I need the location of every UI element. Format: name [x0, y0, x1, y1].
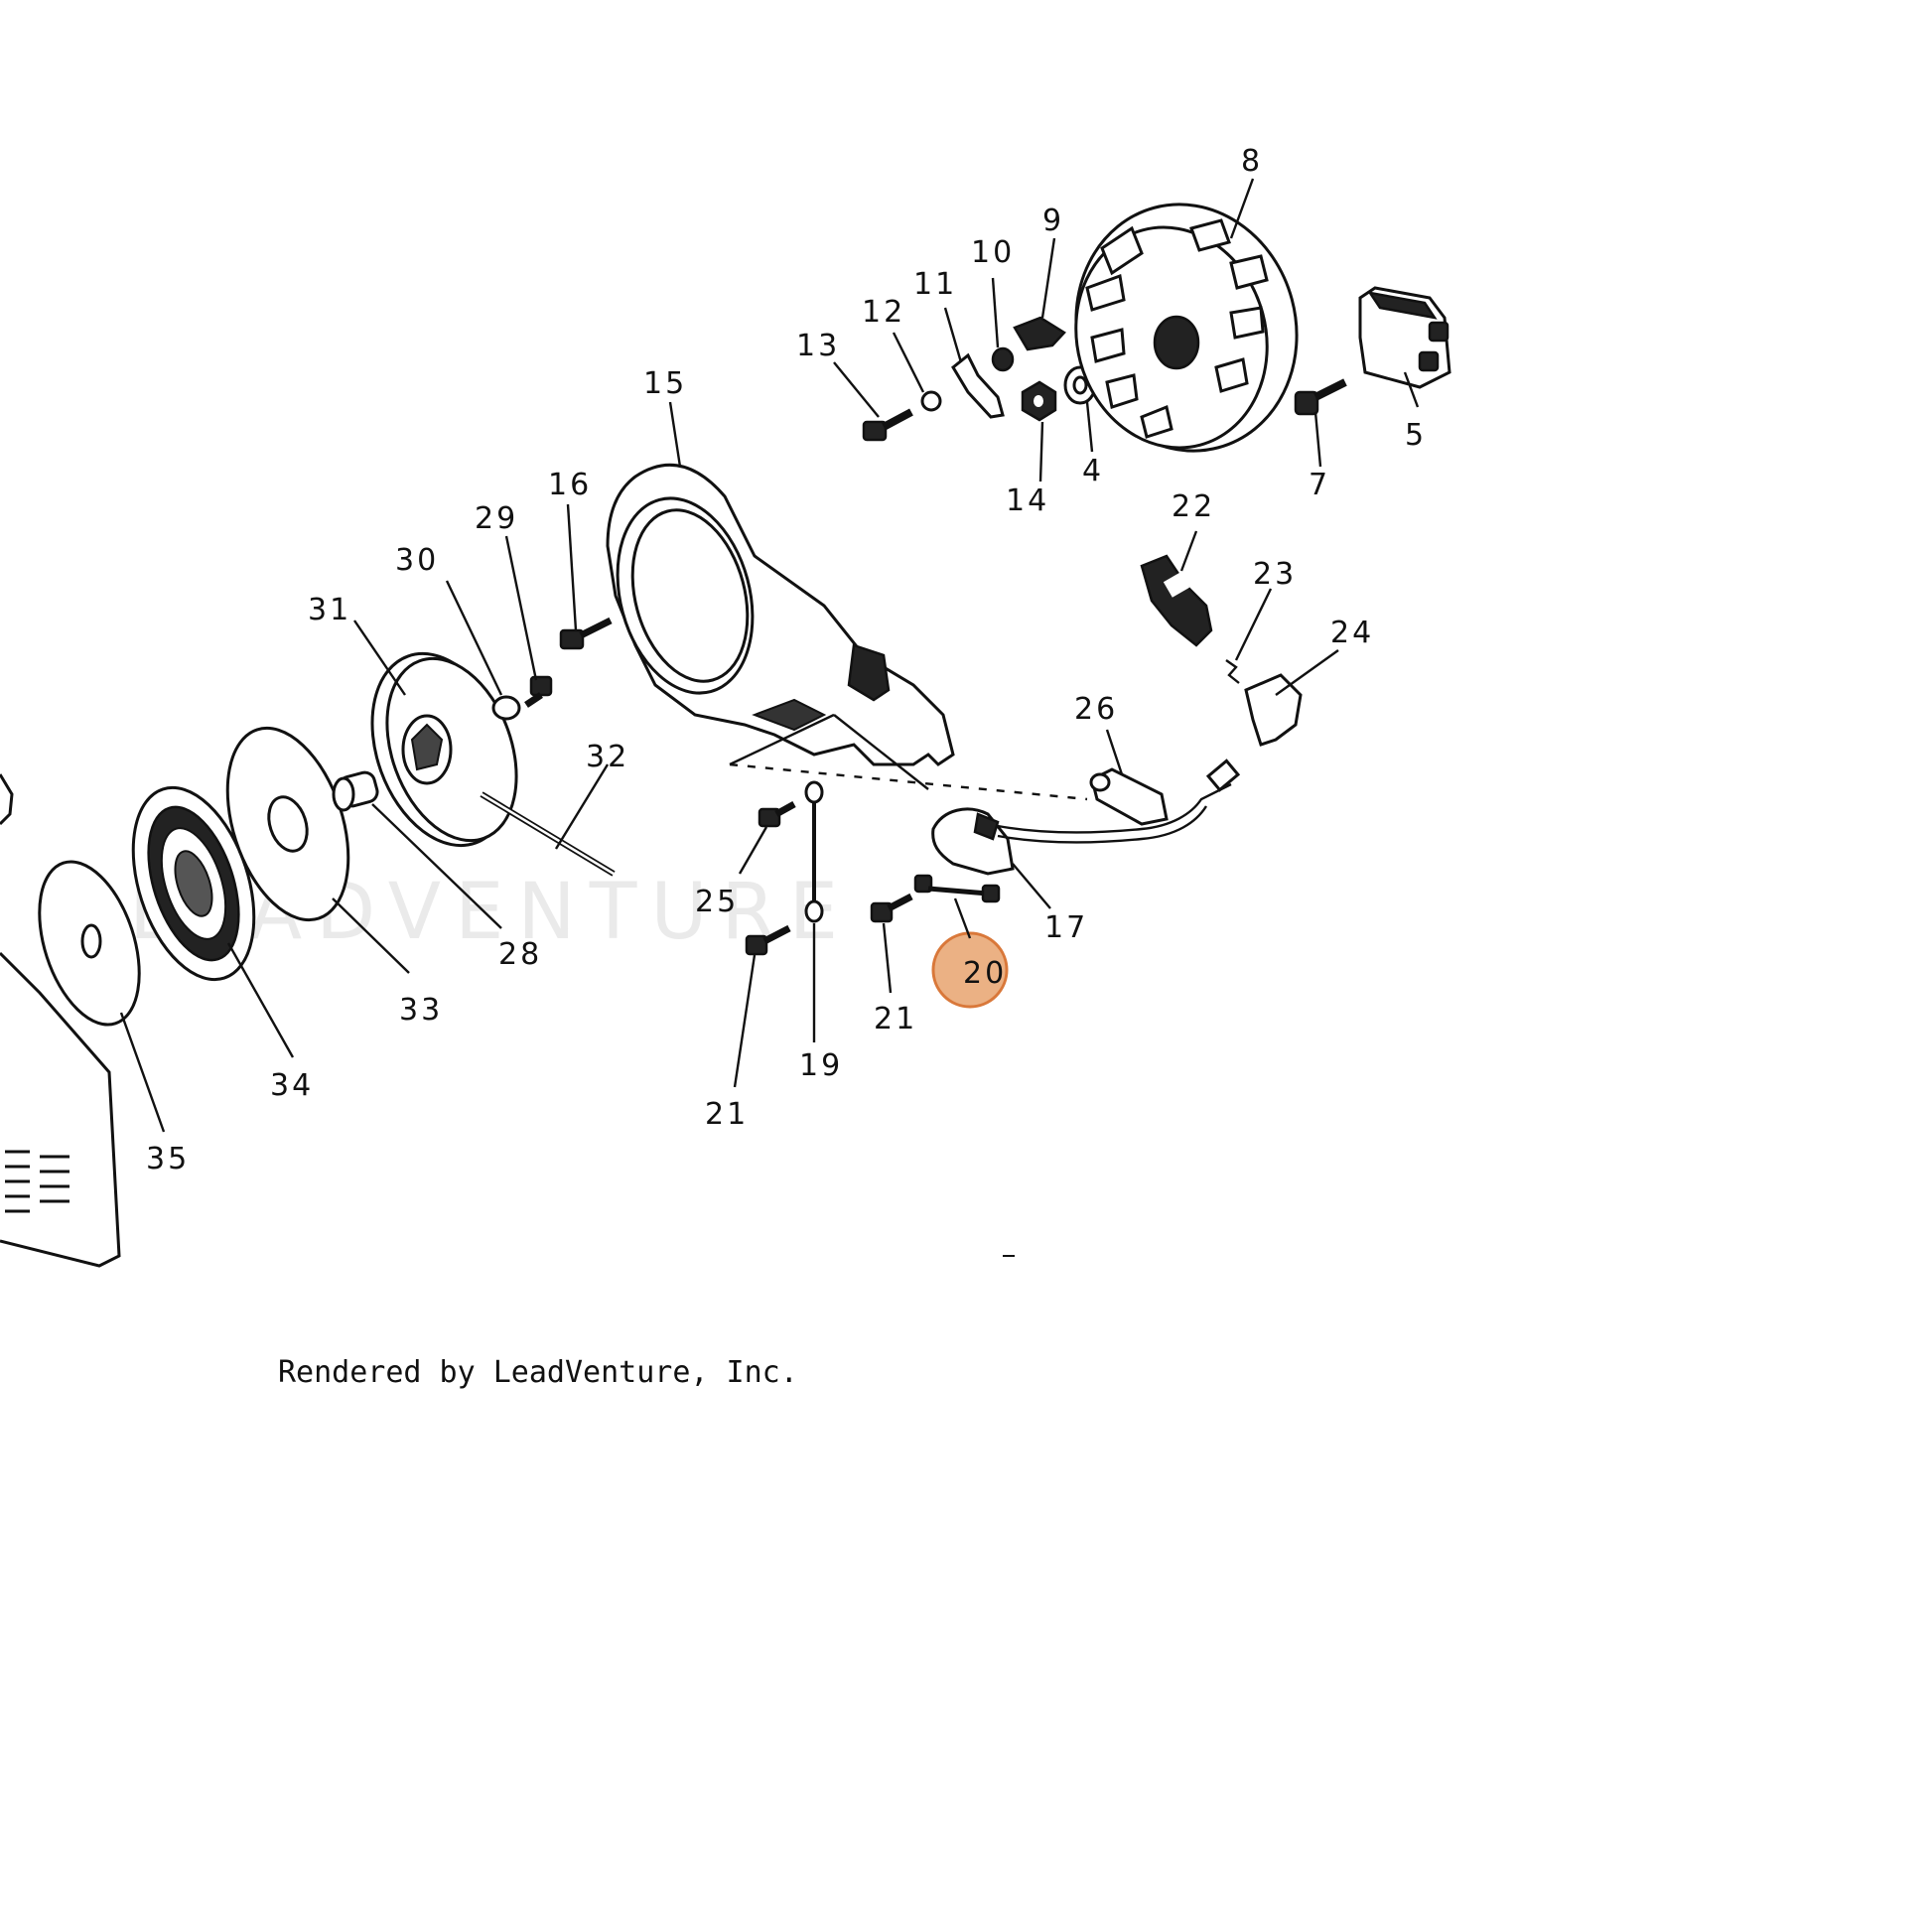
callout-30: 30: [395, 543, 439, 578]
callout-16: 16: [548, 468, 592, 502]
callout-labels: 8 9 10 11 12 13 15 14 4 7 5 16 29 30 31 …: [146, 144, 1427, 1176]
part-12-washer: [920, 390, 942, 412]
callout-33: 33: [399, 993, 443, 1028]
part-14-nut: [1021, 380, 1057, 422]
part-24-boot: [1244, 673, 1303, 747]
part-7-screw: [1294, 378, 1347, 416]
part-5-module: [1358, 286, 1451, 389]
callout-19: 19: [799, 1048, 843, 1083]
callout-11: 11: [913, 267, 957, 302]
part-34-spring: [131, 785, 256, 982]
part-29-screw: [524, 675, 553, 708]
part-35-plate: [38, 860, 141, 1027]
part-10-nut: [991, 346, 1015, 372]
callout-15: 15: [643, 366, 687, 401]
callout-32: 32: [586, 740, 629, 774]
part-13-screw: [862, 408, 913, 442]
callout-4: 4: [1082, 454, 1104, 488]
callout-21-upper: 21: [874, 1002, 917, 1036]
part-9-key: [1013, 316, 1066, 351]
leader-lines: [119, 178, 1420, 1133]
callout-31: 31: [308, 593, 351, 627]
callout-14: 14: [1006, 483, 1049, 518]
part-17-coil: [931, 759, 1241, 876]
part-11-plate: [951, 352, 1005, 419]
callout-35: 35: [146, 1142, 190, 1176]
part-32-rope: [480, 791, 616, 877]
callout-25: 25: [695, 885, 739, 919]
part-16-screw: [559, 617, 613, 650]
callout-9: 9: [1042, 204, 1064, 238]
part-22-spark-plug: [1140, 554, 1213, 647]
callout-34: 34: [270, 1068, 314, 1103]
part-19-link: [804, 780, 824, 923]
part-15-fan-housing: [606, 463, 955, 790]
callout-7: 7: [1309, 468, 1330, 502]
callout-8: 8: [1241, 144, 1263, 179]
callout-10: 10: [971, 235, 1015, 270]
part-33-washer: [225, 726, 350, 922]
callout-28: 28: [498, 937, 542, 972]
part-28-bushing: [332, 770, 379, 812]
callout-13: 13: [796, 329, 840, 363]
part-21-screw-upper: [870, 893, 913, 923]
part-30-washer: [491, 695, 521, 721]
part-25-screw: [758, 800, 796, 828]
part-20-bolt: [913, 874, 1001, 903]
engine-housing: [0, 773, 121, 1268]
callout-21-lower: 21: [705, 1097, 749, 1132]
part-26-clip: [1089, 767, 1169, 826]
part-21-screw-lower: [745, 924, 791, 956]
callout-20: 20: [963, 956, 1007, 991]
part-31-pulley: [370, 651, 518, 848]
callout-24: 24: [1330, 616, 1374, 650]
part-23-spring: [1225, 659, 1240, 684]
callout-17: 17: [1044, 910, 1088, 945]
highlight-marker[interactable]: [931, 931, 1009, 1009]
callout-5: 5: [1405, 418, 1427, 453]
callout-12: 12: [862, 295, 905, 330]
callout-23: 23: [1253, 557, 1297, 592]
part-8-flywheel: [1074, 203, 1299, 453]
callout-22: 22: [1172, 489, 1215, 524]
callout-26: 26: [1074, 692, 1118, 727]
callout-29: 29: [475, 501, 518, 536]
credit-text: Rendered by LeadVenture, Inc.: [278, 1355, 798, 1390]
